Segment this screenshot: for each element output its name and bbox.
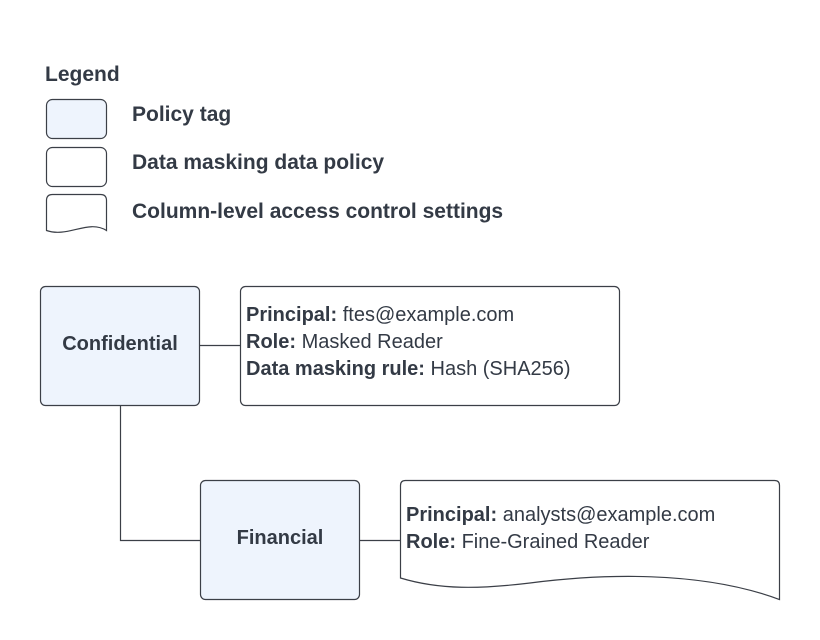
legend-swatch-policy-tag [45,98,108,140]
data-policy-box[interactable] [239,285,621,407]
policy-rule-value: Hash (SHA256) [430,358,571,380]
policy-rule-line: Data masking rule: Hash (SHA256) [246,356,571,383]
policy-tag-confidential[interactable] [39,285,201,407]
legend-label-data-policy: Data masking data policy [132,151,385,174]
legend-title: Legend [45,63,120,86]
settings-principal-label: Principal: [406,504,498,526]
settings-role-label: Role: [406,531,456,553]
policy-role-label: Role: [246,331,296,353]
policy-rule-label: Data masking rule: [246,358,425,380]
financial-label: Financial [236,527,324,549]
legend-label-policy-tag: Policy tag [132,103,232,126]
legend-swatch-access-settings [45,193,108,233]
policy-role-value: Masked Reader [301,331,443,353]
connector-confidential-to-financial [119,406,200,542]
policy-principal-label: Principal: [246,304,338,326]
data-policy-details: Principal: ftes@example.com Role: Masked… [246,302,571,383]
confidential-label: Confidential [62,333,178,355]
legend-label-access-settings: Column-level access control settings [132,200,504,223]
settings-role-value: Fine-Grained Reader [461,531,650,553]
settings-role-line: Role: Fine-Grained Reader [406,529,715,556]
settings-principal-value: analysts@example.com [502,504,716,526]
access-settings-details: Principal: analysts@example.com Role: Fi… [406,502,715,556]
policy-role-line: Role: Masked Reader [246,329,571,356]
policy-tag-financial[interactable] [199,479,361,601]
legend-swatch-data-policy [45,146,108,188]
access-settings-box[interactable] [399,479,781,601]
policy-principal-line: Principal: ftes@example.com [246,302,571,329]
settings-principal-line: Principal: analysts@example.com [406,502,715,529]
policy-principal-value: ftes@example.com [342,304,515,326]
